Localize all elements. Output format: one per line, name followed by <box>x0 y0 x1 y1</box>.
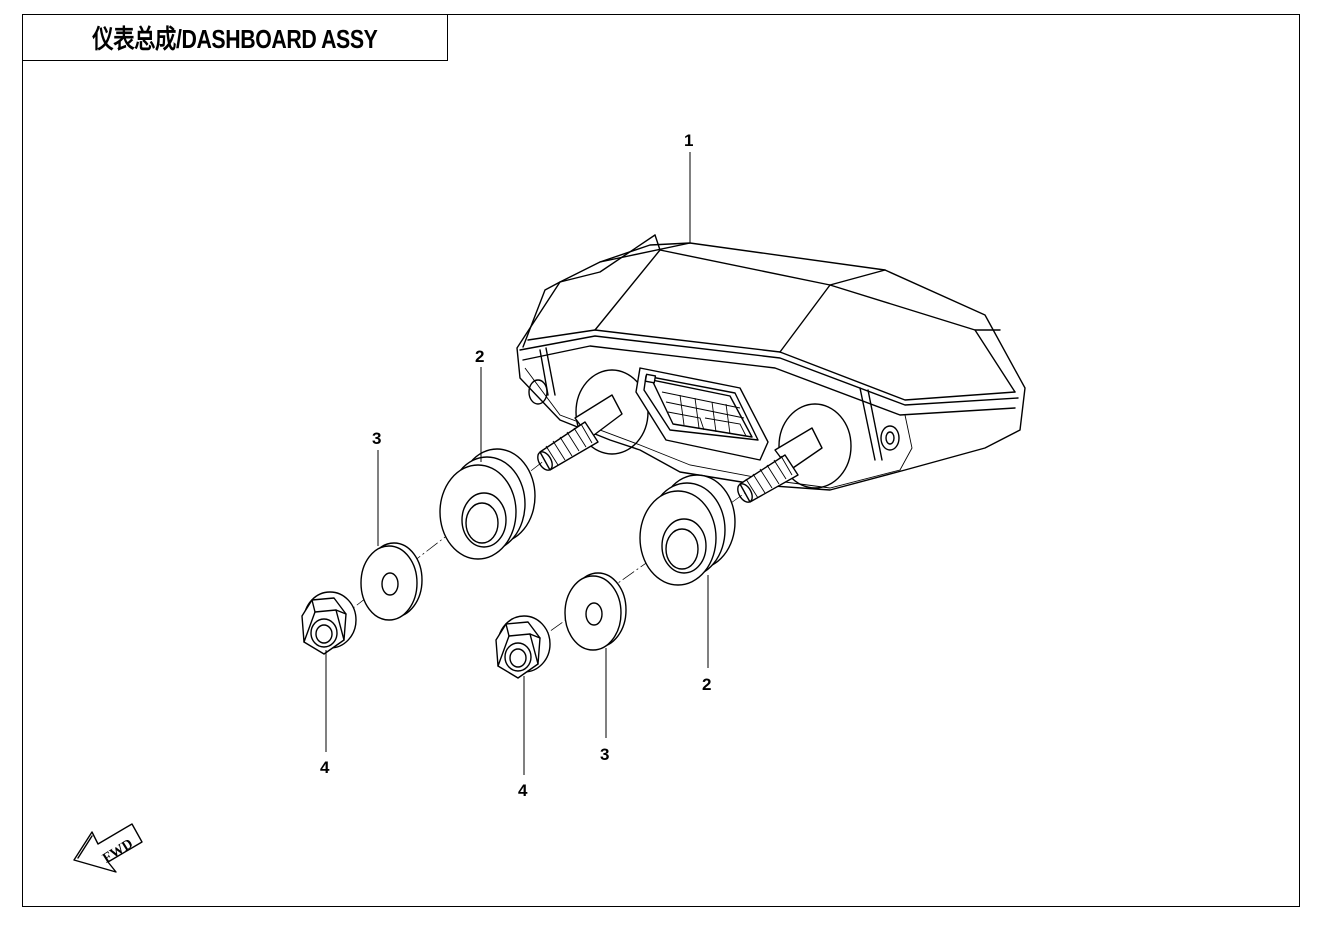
electrical-connector <box>635 367 769 461</box>
callout-3-left: 3 <box>372 429 381 448</box>
axis-line-left <box>321 459 546 633</box>
grommet-left <box>439 448 536 560</box>
dashboard-housing <box>516 234 1026 491</box>
axis-line-right <box>514 492 746 657</box>
washer-left <box>360 542 423 621</box>
grommet-right <box>639 474 736 586</box>
callout-2-right: 2 <box>702 675 711 694</box>
mounting-stud-left <box>537 394 623 471</box>
drawing-frame <box>22 14 1300 907</box>
mounting-stud-right <box>737 427 823 503</box>
callout-4-left: 4 <box>320 758 330 777</box>
callout-3-right: 3 <box>600 745 609 764</box>
callout-4-right: 4 <box>518 781 528 800</box>
forward-arrow-icon: FWD <box>73 823 143 873</box>
flange-nut-right <box>495 615 551 679</box>
flange-nut-left <box>301 591 357 655</box>
page-title: 仪表总成/DASHBOARD ASSY <box>92 24 378 54</box>
callout-2-left: 2 <box>475 347 484 366</box>
washer-right <box>564 572 627 651</box>
title-block: 仪表总成/DASHBOARD ASSY <box>22 14 448 61</box>
callout-1: 1 <box>684 131 693 150</box>
